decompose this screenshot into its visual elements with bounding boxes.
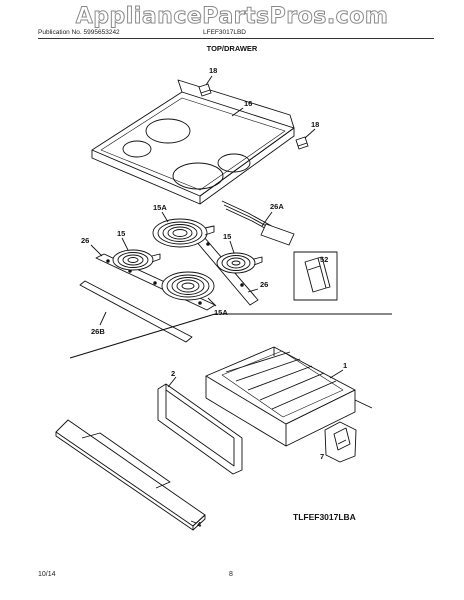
callout-15A-top: 15A — [153, 203, 167, 212]
wire-harness-26A — [221, 200, 295, 246]
callout-4: 4 — [197, 520, 202, 529]
callout-26A: 26A — [270, 202, 284, 211]
trim-strip-26B — [79, 280, 193, 343]
callout-15A-bottom: 15A — [214, 308, 228, 317]
burner-element-15A-bottom — [161, 271, 215, 301]
callout-16: 16 — [244, 99, 252, 108]
part-52-box — [293, 251, 338, 301]
footer-page-number: 8 — [229, 571, 233, 578]
publication-number: Publication No. 5995653242 — [38, 29, 120, 36]
section-title: TOP/DRAWER — [206, 44, 258, 53]
callout-26B: 26B — [91, 327, 105, 336]
clip-part-18-right — [295, 136, 309, 150]
drawer-glide-part-7 — [324, 421, 357, 463]
callout-15-left: 15 — [117, 229, 125, 238]
burner-element-15-left — [112, 249, 161, 271]
callout-18-right: 18 — [311, 120, 319, 129]
header-rule — [38, 38, 434, 39]
callout-26-right: 26 — [260, 280, 268, 289]
callout-2: 2 — [171, 369, 175, 378]
model-number: LFEF3017LBD — [203, 29, 246, 36]
callout-52: 52 — [320, 255, 328, 264]
watermark-logo: AppliancePartsPros.com — [75, 4, 389, 30]
drawer-panel-part-2 — [157, 383, 243, 475]
drawer-body-part-1 — [205, 346, 356, 447]
cooktop-part-16 — [91, 79, 295, 205]
callout-18-left: 18 — [209, 66, 217, 75]
clip-part-18-left — [198, 83, 212, 97]
callout-15-right: 15 — [223, 232, 231, 241]
burner-element-15A-large — [152, 218, 215, 248]
burner-element-15-right — [216, 252, 263, 274]
callout-1: 1 — [343, 361, 347, 370]
callout-7: 7 — [320, 452, 324, 461]
diagram-reference-code: TLFEF3017LBA — [293, 512, 356, 522]
footer-date: 10/14 — [38, 571, 56, 578]
drawer-front-part-4 — [55, 419, 206, 531]
callout-26-left: 26 — [81, 236, 89, 245]
